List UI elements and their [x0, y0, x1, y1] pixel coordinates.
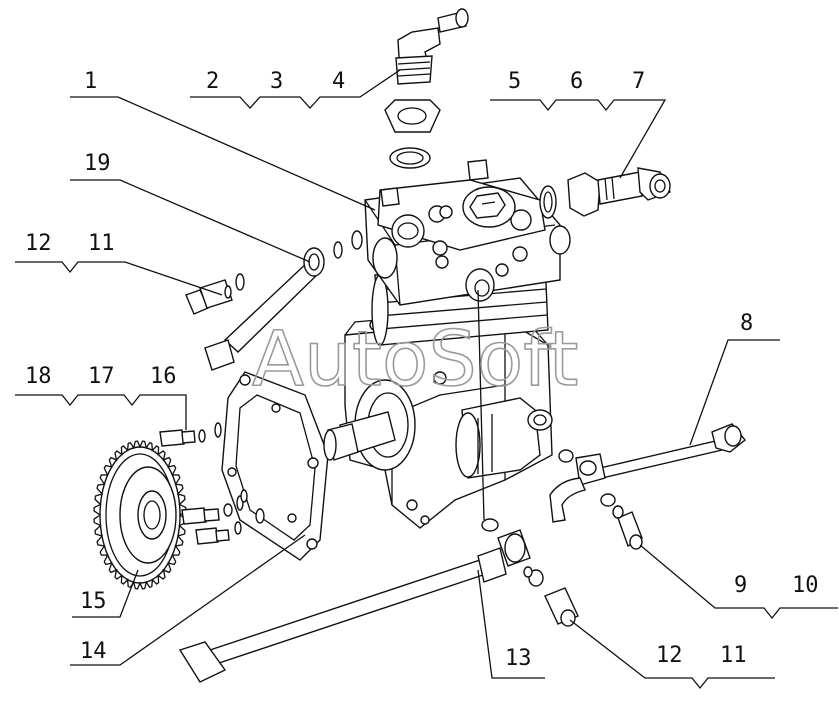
callout-14: 14 — [80, 639, 107, 664]
callout-13: 13 — [505, 646, 532, 671]
drive-shaft — [323, 411, 396, 461]
callout-1: 1 — [84, 69, 97, 94]
callout-7: 7 — [632, 69, 645, 94]
callout-18: 18 — [25, 364, 52, 389]
callout-12-bottom: 12 — [656, 643, 683, 668]
callout-19: 19 — [84, 151, 111, 176]
inlet-pipe-assembly — [185, 230, 363, 371]
compressor-assembly — [344, 159, 571, 529]
callout-labels: 1 2 3 4 5 6 7 8 9 10 11 12 11 12 13 14 1… — [25, 69, 819, 671]
callout-10: 10 — [792, 573, 819, 598]
callout-11-bottom: 11 — [720, 643, 747, 668]
callout-12-top: 12 — [25, 231, 52, 256]
mounting-bolts — [159, 422, 265, 545]
callout-5: 5 — [508, 69, 521, 94]
flange-gasket — [221, 371, 329, 561]
callout-8: 8 — [740, 311, 753, 336]
callout-11-top: 11 — [88, 231, 115, 256]
outlet-fitting — [539, 167, 671, 219]
callout-3: 3 — [270, 69, 283, 94]
leader-lines — [15, 69, 838, 690]
oil-pipe-right — [549, 423, 746, 550]
head-bolts — [380, 159, 571, 302]
callout-15: 15 — [80, 589, 107, 614]
callout-9: 9 — [734, 573, 747, 598]
callout-4: 4 — [332, 69, 345, 94]
callout-17: 17 — [88, 364, 115, 389]
callout-2: 2 — [206, 69, 219, 94]
watermark: AutoSoft — [252, 314, 578, 403]
gear-teeth — [93, 440, 187, 590]
callout-16: 16 — [150, 364, 177, 389]
drive-gear — [93, 440, 187, 590]
top-fitting — [384, 8, 469, 169]
oil-pipe-bottom — [178, 518, 579, 683]
callout-6: 6 — [570, 69, 583, 94]
